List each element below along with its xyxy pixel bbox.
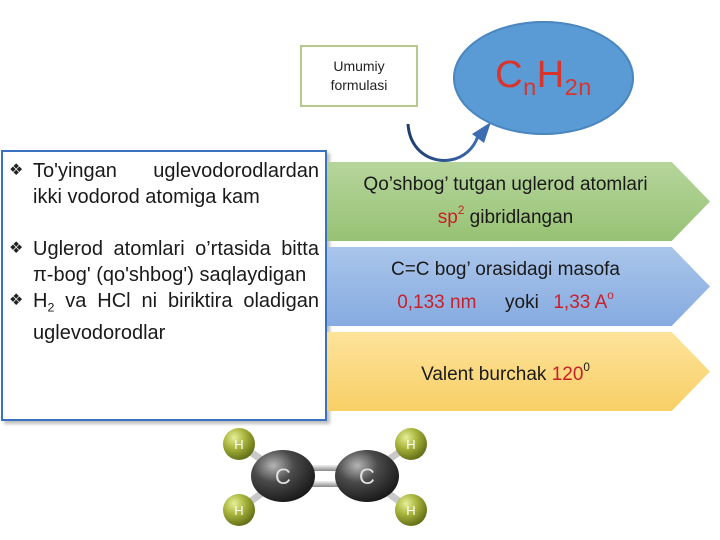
bond-length-line1: C=C bog’ orasidagi masofa [390,259,620,281]
info-item-2-text: Uglerod atomlari o’rtasida bitta π-bog' … [33,238,319,286]
curved-arrow-icon [406,122,491,162]
svg-text:H: H [234,437,243,452]
bond-angle-band: Valent burchak 1200 [327,332,710,411]
hybridization-line2: sp2 gibridlangan [437,204,574,228]
svg-text:C: C [275,464,291,489]
svg-text:H: H [234,503,243,518]
formula-hydrogen: H [536,54,565,97]
svg-text:H: H [406,503,415,518]
hybridization-line1: Qo’shbog’ tutgan uglerod atomlari [363,174,648,196]
hydrogen-atom: H [223,494,255,526]
diamond-bullet-icon: ❖ [9,162,24,179]
formula-ellipse: CnH2n [453,21,634,135]
carbon-atom: C [251,450,315,502]
formula-text: CnH2n [495,54,592,101]
hydrogen-atom: H [223,428,255,460]
info-item-3: ❖ H2 va HCl ni biriktira oladigan uglevo… [9,288,319,346]
diamond-bullet-icon: ❖ [9,240,24,257]
info-item-2: ❖ Uglerod atomlari o’rtasida bitta π-bog… [9,236,319,288]
bond-length-line2: 0,133 nm yoki 1,33 Ao [397,289,614,313]
bond-angle-line: Valent burchak 1200 [421,361,590,385]
hydrogen-atom: H [395,428,427,460]
general-formula-label: Umumiy formulasi [300,45,418,107]
formula-hydrogen-subscript: 2n [564,74,592,101]
hydrogen-atom: H [395,494,427,526]
ethylene-molecule-model: H H H H C C [223,428,427,526]
bond-length-band: C=C bog’ orasidagi masofa 0,133 nm yoki … [327,247,710,326]
svg-text:H: H [406,437,415,452]
general-formula-label-line2: formulasi [330,77,388,93]
info-item-1-text: To'yingan uglevodorodlardan ikki vodorod… [33,160,319,208]
formula-carbon-subscript: n [523,74,537,101]
info-item-3-text: H2 va HCl ni biriktira oladigan uglevodo… [33,290,319,345]
formula-carbon: C [495,54,524,97]
diamond-bullet-icon: ❖ [9,292,24,309]
carbon-atom: C [335,450,399,502]
info-item-1: ❖ To'yingan uglevodorodlardan ikki vodor… [9,158,319,210]
info-panel: ❖ To'yingan uglevodorodlardan ikki vodor… [1,150,327,421]
svg-text:C: C [359,464,375,489]
general-formula-label-line1: Umumiy [333,58,385,74]
hybridization-band: Qo’shbog’ tutgan uglerod atomlari sp2 gi… [327,162,710,241]
